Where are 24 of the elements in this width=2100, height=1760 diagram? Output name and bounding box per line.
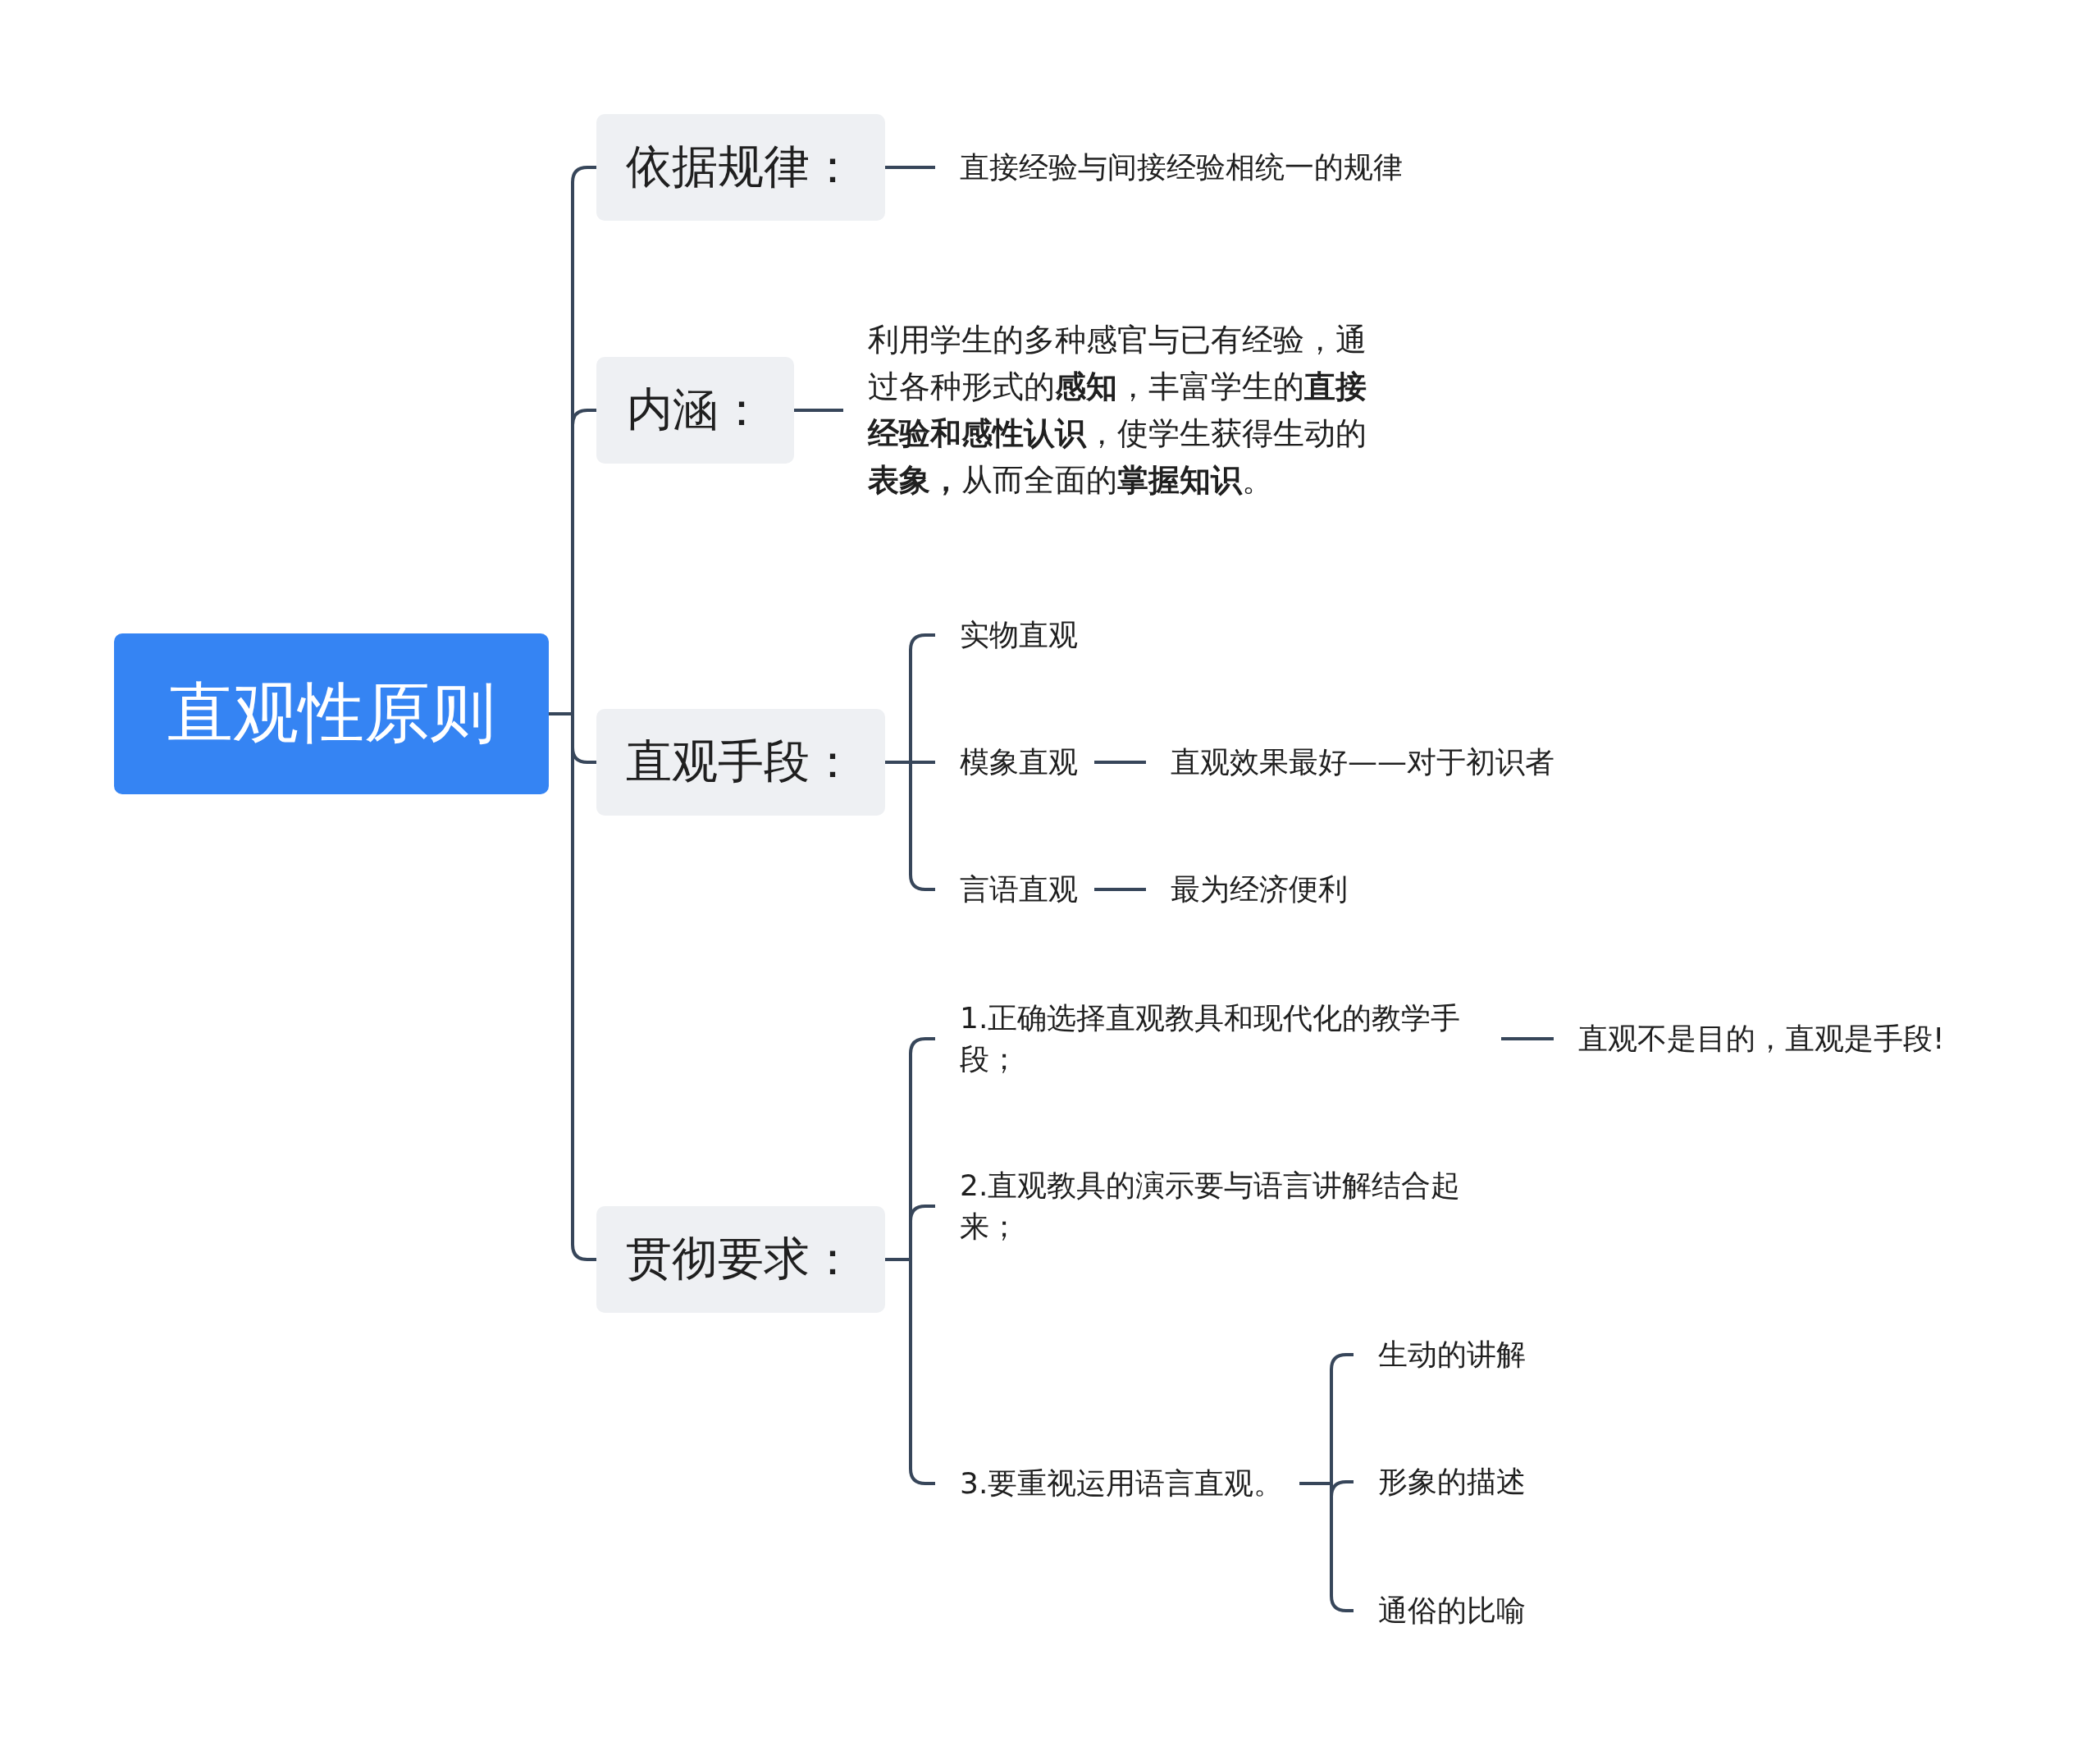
branch-text: 最为经济便利 bbox=[1146, 868, 1364, 911]
connector-line bbox=[1094, 888, 1146, 891]
topic-box: 贯彻要求： bbox=[596, 1206, 885, 1313]
branch-text: 直观不是目的，直观是手段! bbox=[1554, 1017, 1961, 1060]
branch-text: 生动的讲解 bbox=[1354, 1333, 1542, 1376]
connector-line bbox=[885, 166, 935, 169]
topic-box: 依据规律： bbox=[596, 114, 885, 221]
branch-text: 模象直观 bbox=[935, 741, 1094, 784]
topic-box: 内涵： bbox=[596, 357, 794, 464]
branch-text: 直接经验与间接经验相统一的规律 bbox=[935, 146, 1419, 189]
branch-text: 通俗的比喻 bbox=[1354, 1589, 1542, 1632]
connector-line bbox=[1501, 1037, 1554, 1040]
branch-text: 直观效果最好——对于初识者 bbox=[1146, 741, 1571, 784]
branch-text: 利用学生的多种感官与已有经验，通过各种形式的感知，丰富学生的直接经验和感性认识，使学生获得生动的表象，从而全面的掌握知识。 bbox=[843, 317, 1409, 504]
branch-text: 2.直观教具的演示要与语言讲解结合起来； bbox=[935, 1164, 1501, 1248]
connector-line bbox=[1094, 761, 1146, 764]
branch-text: 言语直观 bbox=[935, 868, 1094, 911]
connector-line bbox=[794, 409, 843, 412]
branch-text: 实物直观 bbox=[935, 614, 1094, 656]
branch-text: 形象的描述 bbox=[1354, 1461, 1542, 1503]
branch-text: 3.要重视运用语言直观。 bbox=[935, 1462, 1300, 1505]
branch-text: 1.正确选择直观教具和现代化的教学手段； bbox=[935, 997, 1501, 1081]
topic-box: 直观手段： bbox=[596, 709, 885, 816]
root-box: 直观性原则 bbox=[114, 633, 549, 794]
